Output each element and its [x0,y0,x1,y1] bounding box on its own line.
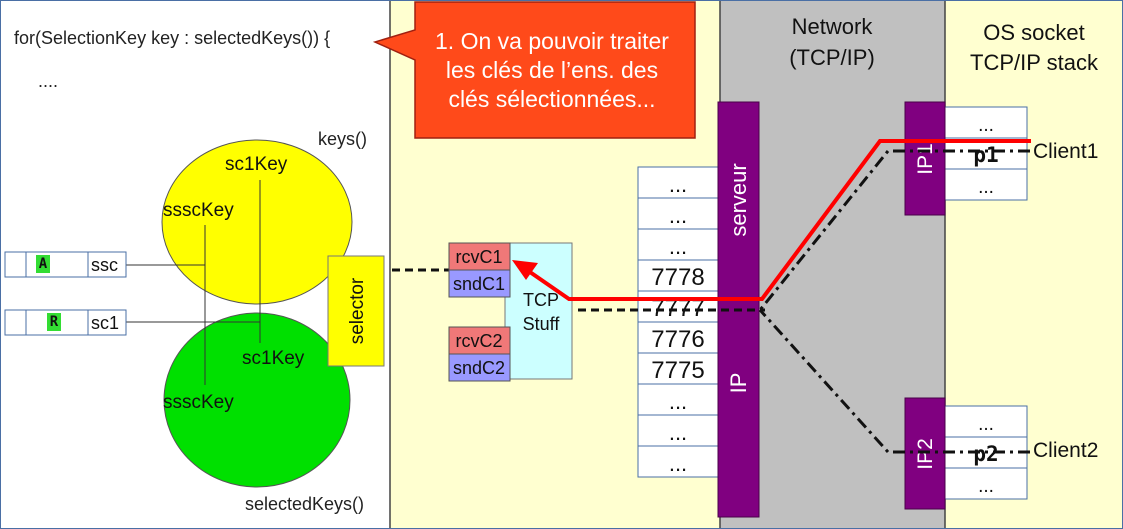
selector-label: selector [347,277,368,344]
port-label: 7776 [651,326,704,353]
client2-port-label: p2 [973,442,998,466]
port-label: 7775 [651,357,704,384]
port-label: ... [669,420,687,445]
tcp-stuff-line-1: TCP [523,290,559,310]
client1-row-label: ... [978,177,994,198]
port-label: ... [669,389,687,414]
client2-connection-dash [758,308,1030,454]
snd-c1-label: sndC1 [453,274,505,294]
port-table: ... ... ... 7778 7777 7776 7775 ... ... … [637,166,719,478]
port-label: ... [669,203,687,228]
client2-ip-label: IP2 [914,438,937,470]
client1-row [944,137,1028,170]
selected-keys-set-ellipse [163,312,351,488]
snd-c2-buffer [448,353,511,382]
client1-connection-dash [758,149,1030,311]
code-ellipsis: .... [38,71,58,91]
sc1-channel-box [4,309,127,336]
green-sc1key-label: sc1Key [242,348,305,369]
port-label: 7778 [651,264,704,291]
rcv-c1-label: rcvC1 [455,247,502,267]
port-row [637,321,719,354]
client1-ip-bar [904,101,946,216]
tcp-stuff-line-2: Stuff [523,314,561,334]
client2-row-label: ... [978,414,994,435]
port-row [637,414,719,447]
callout-line-1: 1. On va pouvoir traiter [435,28,669,54]
keys-set-ellipse [161,139,353,305]
yellow-ssckey-label: ssscKey [163,200,234,221]
client1-row [944,106,1028,139]
snd-c2-label: sndC2 [453,358,505,378]
selector-box [327,255,385,367]
green-ssckey-label: ssscKey [163,392,234,413]
port-row [637,259,719,292]
network-title-line-2: (TCP/IP) [789,45,875,70]
port-label: ... [669,234,687,259]
sc1-flag: R [50,314,59,330]
code-loop-header: for(SelectionKey key : selectedKeys()) { [14,28,330,48]
port-label: ... [669,172,687,197]
callout-line-3: clés sélectionnées... [448,86,655,112]
rcv-c1-buffer [448,242,511,271]
red-data-path [525,139,1031,301]
client1-ip-label: IP1 [914,143,937,175]
rcv-c2-label: rcvC2 [455,331,502,351]
server-bottom-label: IP [726,373,751,394]
os-stack-title-line-1: OS socket [983,20,1084,45]
network-title-line-1: Network [792,14,874,39]
yellow-sc1key-label: sc1Key [225,154,288,175]
sc1-channel-label: sc1 [91,313,119,333]
ssc-flag-box [36,255,50,273]
client1-row-label: ... [978,115,994,136]
client2-name: Client2 [1033,439,1098,462]
sc1-flag-box [47,313,61,331]
client1-name: Client1 [1033,140,1098,163]
ssc-flag: A [39,256,48,272]
callout-line-2: les clés de l’ens. des [446,57,658,83]
client2-row [944,467,1028,500]
selected-keys-set-label: selectedKeys() [245,494,364,514]
keys-set-label: keys() [318,129,367,149]
os-stack-title-line-2: TCP/IP stack [970,50,1099,75]
port-row [637,166,719,199]
server-top-label: serveur [726,163,751,236]
rcv-c2-buffer [448,326,511,355]
ssc-channel-label: ssc [91,255,118,275]
callout-bubble [372,1,696,139]
client2-row-label: ... [978,476,994,497]
ssc-channel-box [4,251,127,278]
port-row [637,445,719,478]
red-arrow-head [512,260,538,280]
client1-port-label: p1 [973,143,998,167]
port-row [637,290,719,323]
port-label: ... [669,451,687,476]
snd-c1-buffer [448,269,511,298]
